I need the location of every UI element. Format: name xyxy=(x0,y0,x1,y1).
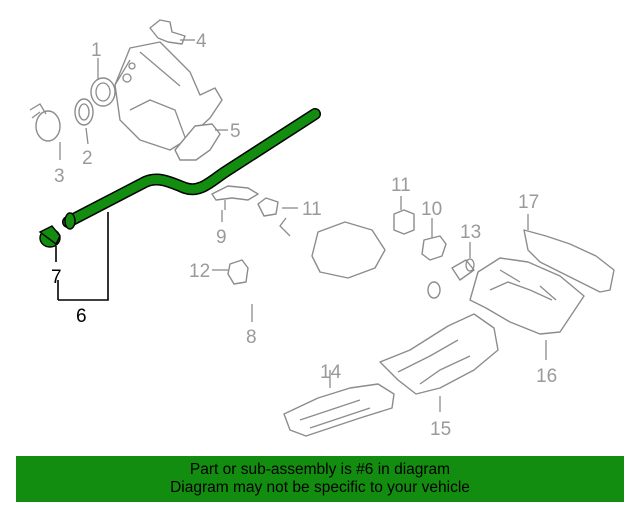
banner-line-2: Diagram may not be specific to your vehi… xyxy=(170,479,470,496)
callout-3: 3 xyxy=(54,166,65,187)
leader-2 xyxy=(85,127,89,145)
part-3-clamp[interactable] xyxy=(29,103,61,142)
part-6-front-pipe[interactable] xyxy=(62,108,321,230)
part-9-hanger[interactable] xyxy=(211,185,259,210)
callout-6: 6 xyxy=(76,306,87,327)
callout-7: 7 xyxy=(51,267,62,288)
part-5-bracket[interactable] xyxy=(174,123,221,161)
info-banner: Part or sub-assembly is #6 in diagram Di… xyxy=(16,456,624,502)
callout-14: 14 xyxy=(320,362,342,383)
callout-5: 5 xyxy=(230,121,241,142)
part-1-catalytic-converter[interactable] xyxy=(90,41,223,151)
part-11-rubber-mount-a[interactable] xyxy=(257,197,279,217)
part-11-rubber-mount-b[interactable] xyxy=(393,209,415,235)
callout-15: 15 xyxy=(430,419,451,440)
part-13-sleeve[interactable] xyxy=(451,258,475,281)
callout-10: 10 xyxy=(421,199,442,220)
callout-11b: 11 xyxy=(391,175,411,196)
callout-12: 12 xyxy=(189,261,210,282)
part-14-heat-shield[interactable] xyxy=(283,383,395,437)
part-7-clamp[interactable] xyxy=(38,225,61,248)
callout-16: 16 xyxy=(536,366,557,387)
callout-8: 8 xyxy=(246,327,257,348)
callout-2: 2 xyxy=(82,148,93,169)
banner-line-1: Part or sub-assembly is #6 in diagram xyxy=(189,461,451,478)
part-12-mount[interactable] xyxy=(227,259,249,285)
callout-13: 13 xyxy=(460,222,481,243)
part-17-heat-shield[interactable] xyxy=(523,229,615,293)
part-4-bracket[interactable] xyxy=(149,19,186,45)
leader-6b xyxy=(58,212,109,301)
part-10-hanger[interactable] xyxy=(421,235,447,261)
callout-17: 17 xyxy=(518,192,539,213)
part-16-heat-shield[interactable] xyxy=(469,257,585,335)
part-8-rear-pipe-muffler[interactable] xyxy=(153,217,441,360)
callout-11a: 11 xyxy=(302,199,322,220)
callout-1: 1 xyxy=(91,40,102,61)
part-2-gasket[interactable] xyxy=(74,98,94,126)
callout-4: 4 xyxy=(196,31,207,52)
part-15-heat-shield[interactable] xyxy=(379,313,499,395)
callout-9: 9 xyxy=(216,227,227,248)
